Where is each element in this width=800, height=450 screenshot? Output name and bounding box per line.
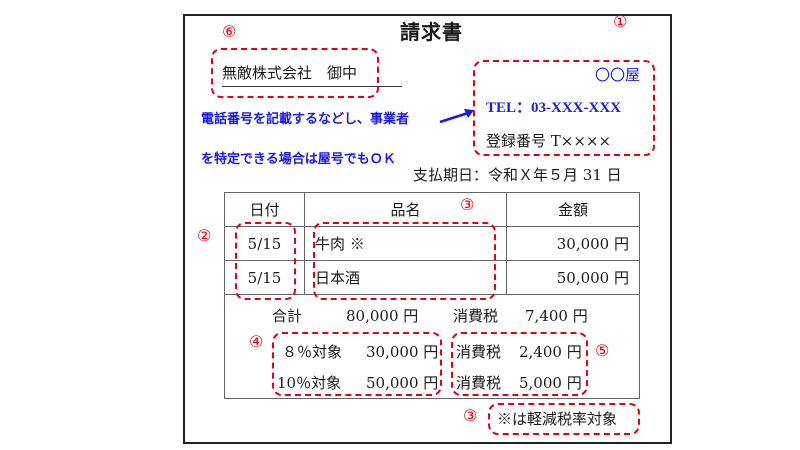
table-row: 5/15 日本酒 50,000 円 [224,260,640,295]
rate10-value: 50,000 円 [366,374,439,392]
row-amount: 50,000 円 [506,260,640,295]
row-item: 牛肉 ※ [304,226,507,261]
invoice-title: 請求書 [400,20,463,44]
annotation-box-dates [235,222,296,300]
annotation-3-footnote: ③ [463,406,478,425]
annotation-box-footnote [488,403,640,435]
issuer-name: 〇〇屋 [594,66,640,84]
note-line-2: を特定できる場合は屋号でもＯＫ [201,152,396,167]
annotation-5: ⑤ [595,341,610,360]
total-label: 合計 [272,307,303,325]
header-item: 品名 [304,192,507,227]
summary-row [224,294,640,399]
annotation-6: ⑥ [222,22,237,41]
row-date: 5/15 [224,260,305,295]
annotation-3-item: ③ [460,195,475,214]
due-date: 支払期日：令和Ｘ年５月 31 日 [413,166,622,184]
annotation-box-rate-taxes [451,332,588,396]
total-value: 80,000 円 [346,307,419,325]
note-line-1: 電話番号を記載するなどし、事業者 [201,112,410,127]
row-amount: 30,000 円 [506,226,640,261]
annotation-box-rate-targets [272,332,442,396]
table-header-row: 日付 品名 金額 [224,192,640,227]
tax-value: 7,400 円 [525,307,588,325]
tax-label: 消費税 [453,307,499,325]
rate8-label: ８％対象 [282,343,343,361]
rate10-tax-value: 5,000 円 [519,374,582,392]
annotation-4: ④ [249,332,264,351]
arrow-icon [439,109,474,124]
header-amount: 金額 [506,192,640,227]
invoice-table: 日付 品名 金額 5/15 牛肉 ※ 30,000 円 5/15 日本酒 50,… [224,192,640,399]
invoice-document [183,14,672,444]
annotation-box-addressee [211,48,379,98]
issuer-tel: TEL：03-XXX-XXX [486,100,622,116]
rate8-tax-value: 2,400 円 [519,343,582,361]
issuer-registration-number: 登録番号 T×××× [486,132,612,150]
addressee-underline [222,86,402,87]
rate8-value: 30,000 円 [366,343,439,361]
annotation-box-issuer [473,60,655,156]
rate10-label: 10％対象 [277,374,342,392]
footnote: ※は軽減税率対象 [497,410,618,428]
annotation-2: ② [197,226,212,245]
summary-cell [224,294,640,399]
annotation-1: ① [613,12,628,31]
rate10-tax-label: 消費税 [456,374,502,392]
addressee: 無敵株式会社 御中 [222,64,358,82]
rate8-tax-label: 消費税 [456,343,502,361]
annotation-box-items [313,222,496,300]
